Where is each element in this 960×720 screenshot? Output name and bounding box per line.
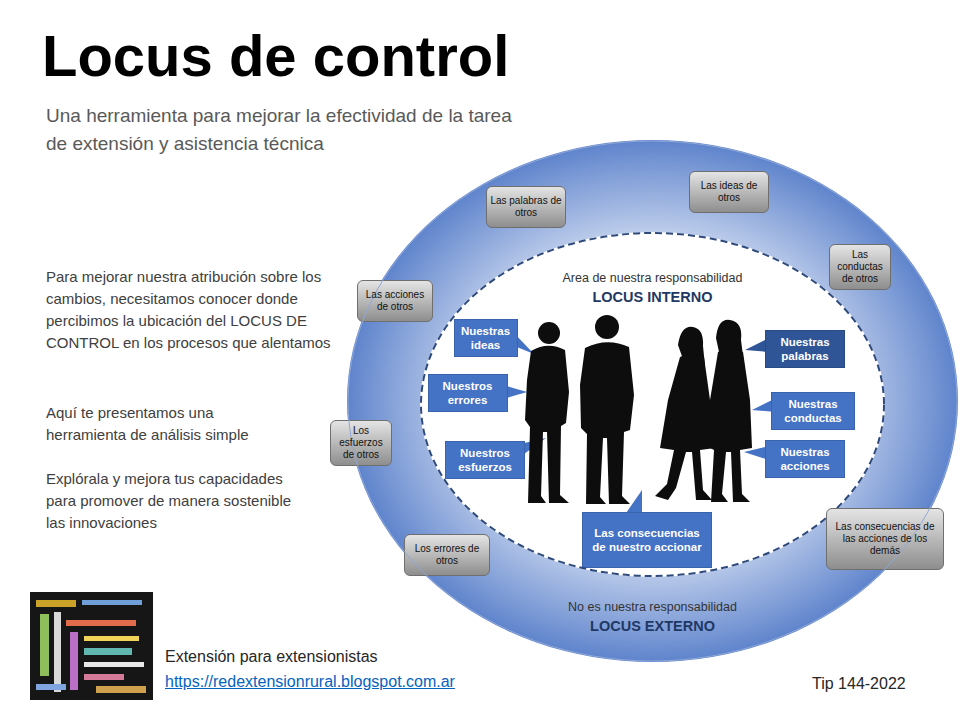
internal-item-box: Las consecuencias de nuestro accionar <box>582 512 712 568</box>
item-text: Nuestros esfuerzos <box>450 446 520 474</box>
region-border <box>348 141 957 661</box>
subtitle: Una herramienta para mejorar la efectivi… <box>46 102 516 158</box>
region-note: No es nuestra responsabilidad <box>347 598 958 616</box>
item-text: Las consecuencias de nuestro accionar <box>587 526 707 554</box>
person-body <box>525 346 569 503</box>
outer-region <box>347 140 958 662</box>
external-item-box: Las palabras de otros <box>486 186 566 228</box>
region-outline <box>347 140 958 662</box>
item-text: Nuestras palabras <box>770 335 840 363</box>
footer-name: Extensión para extensionistas <box>165 647 465 667</box>
callout-tails <box>503 331 776 516</box>
item-text: Las palabras de otros <box>490 195 562 219</box>
internal-item-box: Nuestros errores <box>428 374 508 412</box>
person-head <box>681 329 701 349</box>
external-item-box: Los esfuerzos de otros <box>330 420 392 466</box>
title: Locus de control <box>42 22 509 89</box>
intro-note: Explórala y mejora tus capacidades para … <box>46 468 308 534</box>
region-heading: No es nuestra responsabilidadLOCUS EXTER… <box>347 598 958 636</box>
internal-item-box: Nuestras palabras <box>765 330 845 368</box>
internal-item-box: Nuestras ideas <box>454 319 518 357</box>
external-item-box: Los errores de otros <box>404 534 490 576</box>
person-body <box>655 354 715 501</box>
region-heading: Area de nuestra responsabilidadLOCUS INT… <box>420 269 885 307</box>
person-head <box>595 315 619 339</box>
people-silhouettes <box>525 315 752 504</box>
internal-item-box: Nuestras conductas <box>771 392 855 430</box>
tip-number: Tip 144-2022 <box>812 674 942 694</box>
external-item-box: Las acciones de otros <box>357 280 433 322</box>
item-text: Las consecuencias de las acciones de los… <box>830 521 940 557</box>
inner-region <box>420 232 885 577</box>
intro-note: Aquí te presentamos una herramienta de a… <box>46 402 286 446</box>
region-border <box>421 233 884 576</box>
external-item-box: Las ideas de otros <box>689 171 769 213</box>
internal-region: Nuestras ideasNuestros erroresNuestros e… <box>420 232 885 577</box>
external-item-box: Las conductas de otros <box>829 244 891 290</box>
item-text: Nuestras conductas <box>776 397 850 425</box>
person-body <box>706 349 752 503</box>
region-title: LOCUS EXTERNO <box>347 616 958 636</box>
item-text: Nuestros errores <box>433 379 503 407</box>
intro-note: Para mejorar nuestra atribución sobre lo… <box>46 266 338 354</box>
item-text: Las ideas de otros <box>693 180 765 204</box>
item-text: Las acciones de otros <box>361 289 429 313</box>
internal-item-box: Nuestros esfuerzos <box>445 441 525 479</box>
item-text: Los errores de otros <box>408 543 486 567</box>
region-title: LOCUS INTERNO <box>420 287 885 307</box>
item-text: Los esfuerzos de otros <box>334 425 388 461</box>
person-body <box>580 342 634 504</box>
person-head <box>538 322 560 344</box>
footer-url: https://redextensionrural.blogspot.com.a… <box>165 672 545 692</box>
item-text: Las conductas de otros <box>833 249 887 285</box>
internal-item-box: Nuestras acciones <box>765 440 845 478</box>
external-region: Nuestras ideasNuestros erroresNuestros e… <box>347 140 958 662</box>
logo <box>30 592 153 700</box>
logo-ground <box>30 592 153 700</box>
region-note: Area de nuestra responsabilidad <box>420 269 885 287</box>
external-item-box: Las consecuencias de las acciones de los… <box>826 508 944 570</box>
person-head <box>719 322 739 342</box>
item-text: Nuestras ideas <box>459 324 513 352</box>
item-text: Nuestras acciones <box>770 445 840 473</box>
